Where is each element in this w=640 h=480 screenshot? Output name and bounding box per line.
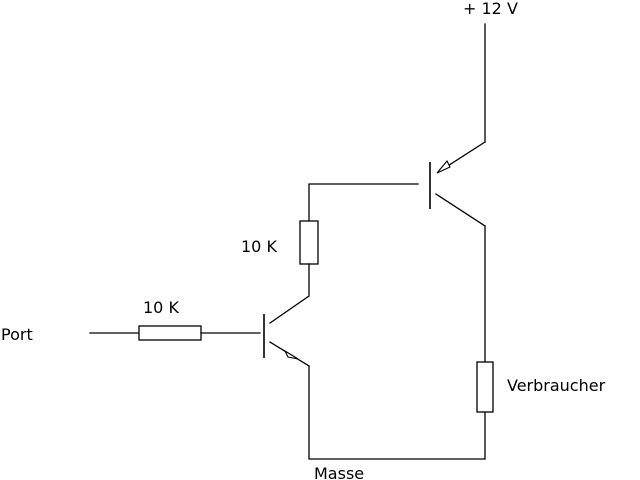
resistor-lower-label: 10 K — [143, 298, 179, 317]
resistor-lower — [138, 325, 202, 341]
ground-label: Masse — [314, 464, 364, 480]
pnp-base-wire — [308, 183, 419, 222]
npn-collector-wire — [269, 263, 310, 324]
load-resistor — [476, 361, 494, 413]
pnp-collector — [435, 193, 486, 227]
supply-label: + 12 V — [463, 0, 518, 18]
npn-transistor — [263, 314, 310, 367]
port-label: Port — [1, 325, 33, 344]
resistor-upper-label: 10 K — [241, 237, 277, 256]
npn-emitter-arrow — [283, 349, 299, 360]
pnp-emitter-arrow — [436, 160, 451, 174]
supply-wire — [439, 23, 486, 172]
pnp-transistor — [429, 160, 486, 227]
load-label: Verbraucher — [507, 376, 606, 395]
resistor-upper — [299, 220, 319, 265]
ground-wire — [308, 365, 486, 460]
